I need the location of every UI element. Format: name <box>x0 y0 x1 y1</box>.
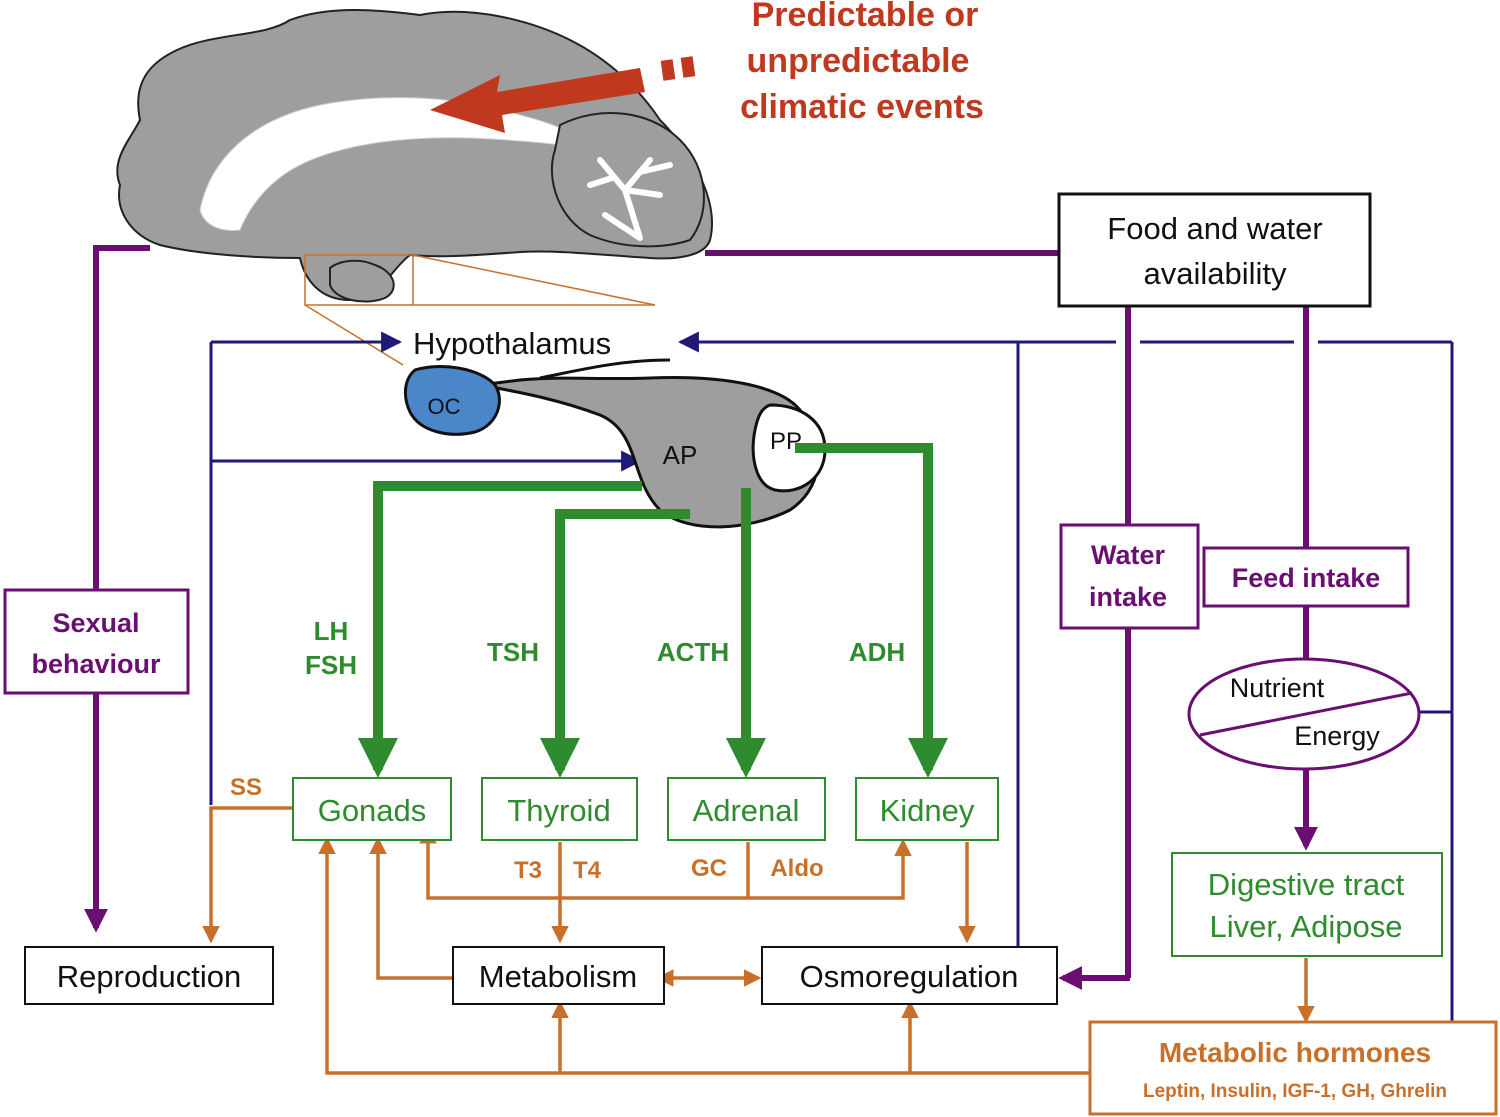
zoom-callout <box>304 254 656 366</box>
digestive-box <box>1171 852 1443 957</box>
digestive-line2: Liver, Adipose <box>1209 909 1402 944</box>
nutrient-energy-divider <box>1199 691 1413 737</box>
reproduction-label: Reproduction <box>57 959 241 994</box>
ap-label: AP <box>663 440 698 470</box>
t4-label: T4 <box>573 857 602 884</box>
kidney-box <box>855 777 999 841</box>
gonads-label: Gonads <box>318 793 427 828</box>
aldo-label: Aldo <box>770 855 823 882</box>
feed-intake-label: Feed intake <box>1232 563 1381 593</box>
climatic-arrow <box>430 56 696 133</box>
headline-line2: unpredictable <box>747 42 970 80</box>
osmoregulation-box <box>761 946 1058 1005</box>
optic-chiasm <box>403 365 501 436</box>
osmoregulation-label: Osmoregulation <box>800 959 1019 994</box>
metabolism-label: Metabolism <box>479 959 638 994</box>
orange-connections <box>202 806 1315 1075</box>
cerebellum <box>550 112 705 248</box>
acth-label: ACTH <box>657 637 729 667</box>
hypothalamus-label: Hypothalamus <box>413 326 611 361</box>
metabolic-hormones-title: Metabolic hormones <box>1159 1037 1431 1068</box>
water-line1: Water <box>1091 540 1166 570</box>
reproduction-box <box>24 946 274 1005</box>
t3-label: T3 <box>514 857 542 884</box>
tsh-label: TSH <box>487 637 539 667</box>
sexual-behaviour-box <box>3 588 190 695</box>
brainstem <box>329 259 395 303</box>
anterior-pituitary <box>479 376 820 529</box>
oc-label: OC <box>428 394 461 419</box>
sexual-line2: behaviour <box>31 649 161 679</box>
thyroid-label: Thyroid <box>507 793 610 828</box>
pituitary-illustration <box>403 358 827 529</box>
thyroid-box <box>481 777 638 841</box>
food-water-box <box>1057 192 1372 308</box>
feed-intake-box <box>1202 546 1410 608</box>
purple-over-gaps <box>1125 330 1309 352</box>
ss-label: SS <box>230 774 262 801</box>
nutrient-label: Nutrient <box>1230 673 1325 703</box>
metabolic-hormones-list: Leptin, Insulin, IGF-1, GH, Ghrelin <box>1143 1081 1447 1102</box>
food-line1: Food and water <box>1107 211 1322 246</box>
adrenal-label: Adrenal <box>693 793 800 828</box>
digestive-line1: Digestive tract <box>1208 867 1405 902</box>
cerebellum-arbor <box>587 157 673 241</box>
adrenal-box <box>667 777 826 841</box>
green-hormone-arrows <box>358 443 948 778</box>
gc-label: GC <box>691 855 727 882</box>
metabolic-hormones-box <box>1088 1020 1498 1116</box>
metabolism-box <box>452 946 665 1005</box>
adh-label: ADH <box>849 637 905 667</box>
gonads-box <box>292 777 452 841</box>
posterior-pituitary <box>751 403 827 493</box>
lh-label: LH <box>314 616 349 646</box>
food-line2: availability <box>1143 256 1287 291</box>
headline-line3: climatic events <box>740 88 984 126</box>
brain-illustration <box>116 9 713 303</box>
kidney-label: Kidney <box>880 793 975 828</box>
navy-feedback-lines <box>209 331 1454 1022</box>
purple-connections <box>84 245 1318 990</box>
headline-line1: Predictable or <box>752 0 979 34</box>
sexual-line1: Sexual <box>52 608 139 638</box>
water-intake-box <box>1059 523 1200 630</box>
fsh-label: FSH <box>305 650 357 680</box>
energy-label: Energy <box>1294 721 1380 751</box>
water-line2: intake <box>1089 582 1167 612</box>
